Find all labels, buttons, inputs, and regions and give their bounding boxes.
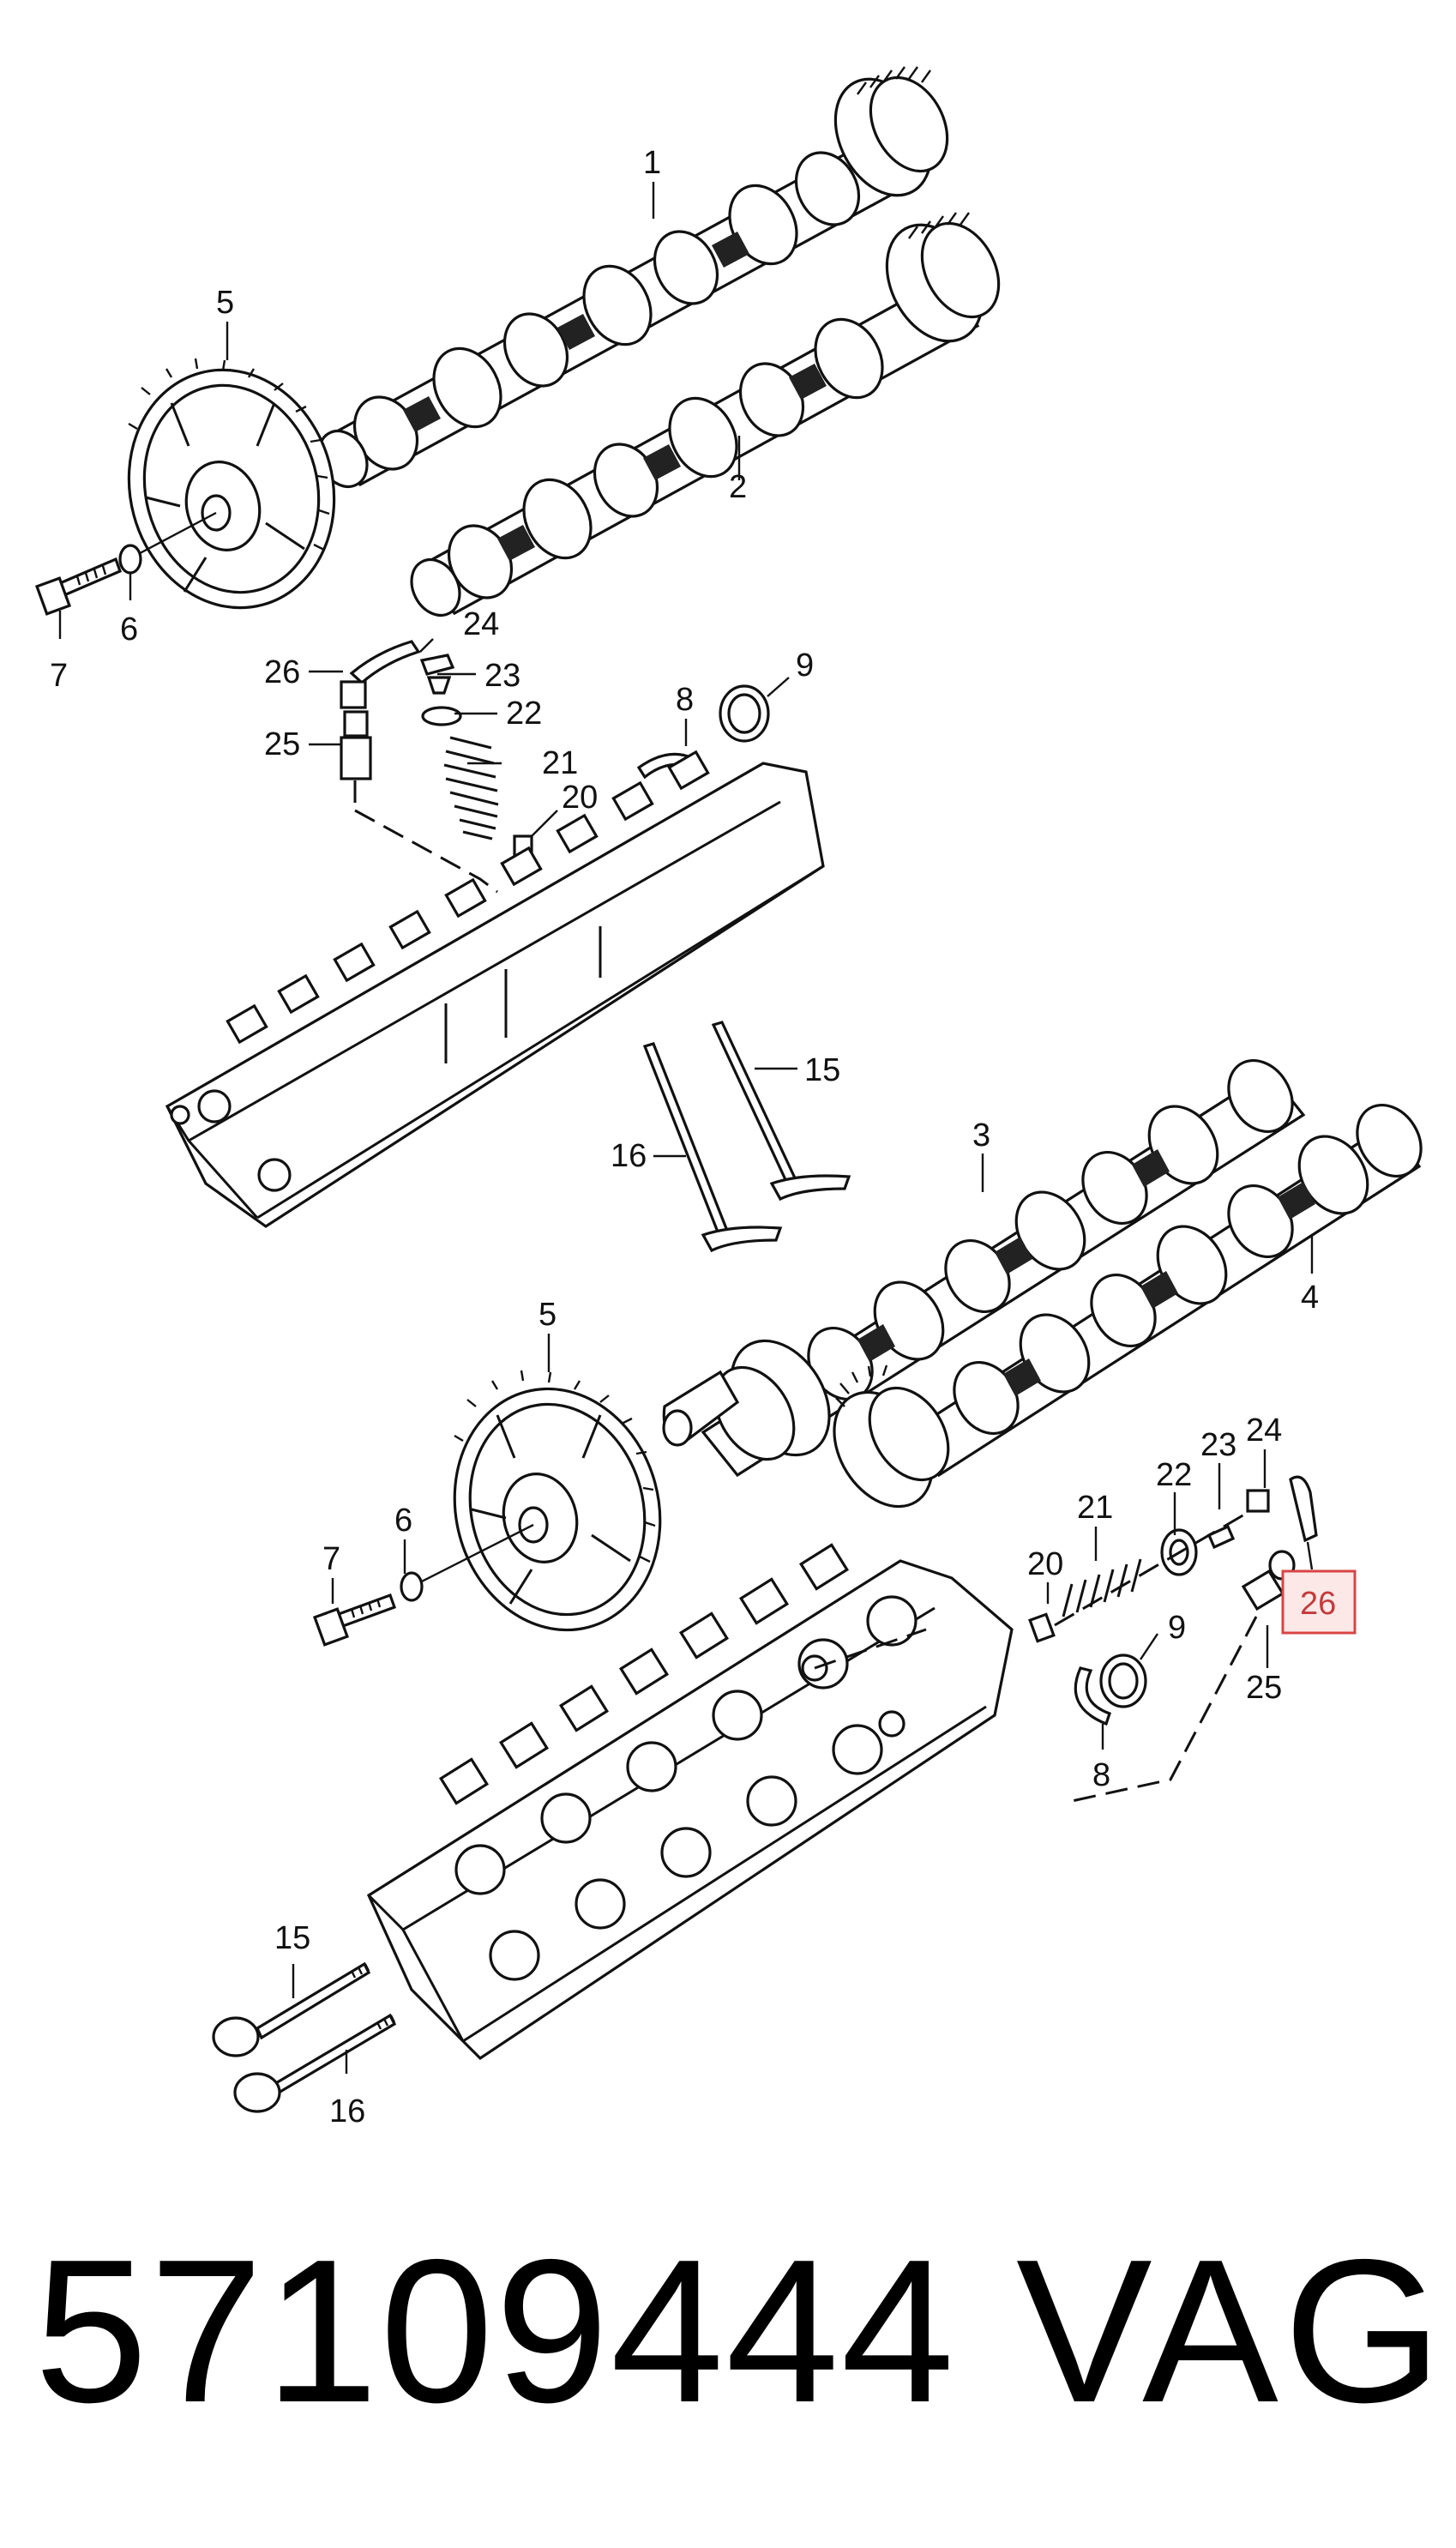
callout-25-bottom: 25 <box>1246 1670 1282 1706</box>
camshaft-1 <box>317 66 949 489</box>
callout-24-top: 24 <box>463 606 499 642</box>
callout-7-top: 7 <box>50 658 68 694</box>
callout-22-top: 22 <box>506 696 542 732</box>
valve-train-top <box>340 640 533 894</box>
callout-15-bottom: 15 <box>274 1920 310 1956</box>
valve-15-bottom <box>212 1961 371 2057</box>
cylinder-head-top <box>165 750 825 1228</box>
washer-6-bottom <box>400 1571 424 1602</box>
sprocket-5-bottom <box>411 1370 662 1632</box>
callout-22-bottom: 22 <box>1156 1457 1192 1493</box>
valve-15-top <box>711 1021 851 1202</box>
part-number: 57109444 <box>34 2218 956 2445</box>
callout-16-top: 16 <box>611 1138 647 1174</box>
exploded-parts-diagram: 1 2 5 6 7 24 26 23 22 25 21 20 8 9 15 16… <box>34 66 1423 2129</box>
bolt-7-bottom <box>312 1593 397 1647</box>
callout-26-top: 26 <box>264 654 300 690</box>
callout-7-bottom: 7 <box>322 1541 340 1577</box>
seal-8-bottom <box>1074 1666 1112 1726</box>
callout-21-top: 21 <box>542 745 578 781</box>
callout-24-bottom: 24 <box>1246 1413 1282 1449</box>
callout-25-top: 25 <box>264 726 300 762</box>
callout-6-top: 6 <box>120 611 138 648</box>
valve-train-bottom <box>1028 1475 1318 1803</box>
callout-labels: 1 2 5 6 7 24 26 23 22 25 21 20 8 9 15 16… <box>50 145 1357 2129</box>
callout-2: 2 <box>729 469 747 505</box>
callout-6-bottom: 6 <box>394 1503 412 1539</box>
oring-9-top <box>719 684 770 743</box>
leader-lines <box>58 182 1314 2074</box>
callout-23-top: 23 <box>484 658 520 694</box>
highlight-box <box>1281 1569 1357 1635</box>
brand-name: VAG <box>1016 2218 1447 2445</box>
highlighted-callout-26[interactable]: 26 <box>1281 1569 1357 1635</box>
upper-assembly <box>34 66 1001 1253</box>
callout-8-bottom: 8 <box>1092 1757 1110 1793</box>
callout-23-bottom: 23 <box>1200 1427 1236 1463</box>
callout-9-top: 9 <box>796 648 814 684</box>
callout-15-top: 15 <box>804 1052 840 1088</box>
oring-9-bottom <box>1099 1653 1147 1708</box>
callout-26-highlighted: 26 <box>1300 1586 1336 1622</box>
sprocket-5-top <box>127 358 336 610</box>
lower-assembly <box>212 1058 1423 2113</box>
bolt-7-top <box>34 557 123 616</box>
callout-1: 1 <box>643 145 661 181</box>
callout-4: 4 <box>1301 1280 1319 1316</box>
washer-6-top <box>118 544 142 575</box>
valve-16-bottom <box>233 2013 397 2113</box>
cylinder-head-bottom <box>366 1543 1014 2061</box>
callout-16-bottom: 16 <box>329 2093 365 2129</box>
callout-21-bottom: 21 <box>1077 1490 1113 1526</box>
callout-20-top: 20 <box>562 780 598 816</box>
callout-9-bottom: 9 <box>1168 1610 1186 1646</box>
valve-16-top <box>642 1042 783 1253</box>
camshaft-4 <box>833 1103 1423 1509</box>
callout-20-bottom: 20 <box>1027 1546 1063 1582</box>
camshaft-2 <box>410 212 1001 617</box>
callout-5-top: 5 <box>216 285 234 321</box>
callout-8-top: 8 <box>676 682 694 718</box>
callout-3: 3 <box>972 1117 990 1154</box>
callout-5-bottom: 5 <box>538 1297 557 1333</box>
